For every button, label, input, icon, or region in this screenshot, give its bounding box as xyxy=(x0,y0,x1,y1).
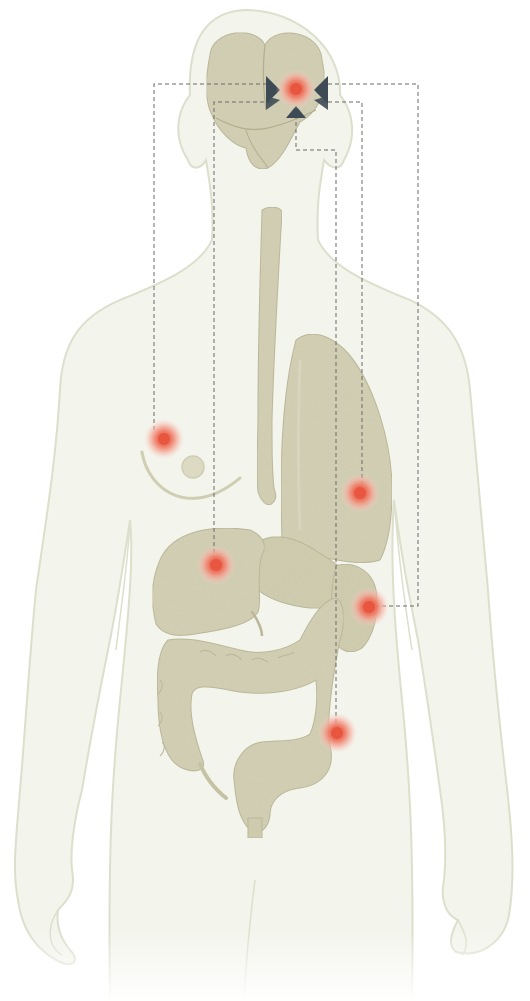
marker-brain xyxy=(276,69,316,109)
marker-colon xyxy=(317,713,357,753)
marker-stomach xyxy=(349,587,389,627)
marker-breast xyxy=(144,419,184,459)
marker-liver xyxy=(196,545,236,585)
bottom-fade xyxy=(0,930,530,1001)
marker-lung xyxy=(340,473,380,513)
